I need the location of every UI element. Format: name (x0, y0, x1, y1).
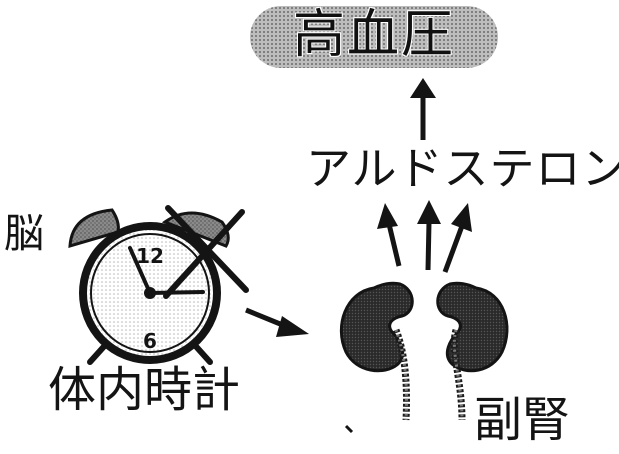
arrow-adrenal-right (445, 203, 472, 272)
arrow-adrenal-left (377, 203, 399, 266)
arrow-to-title (410, 78, 436, 140)
arrow-adrenal-center (417, 200, 441, 270)
arrow-clock-to-adrenal (246, 310, 309, 337)
label-adrenal-gland: 副腎 (474, 396, 570, 444)
label-body-clock: 体内時計 (48, 366, 240, 414)
stray-mark (346, 426, 352, 432)
clock-numeral-6: 6 (143, 329, 157, 353)
label-brain: 脳 (4, 214, 44, 254)
label-aldosterone: アルドステロン (306, 146, 619, 191)
kidney-icon-left (341, 283, 412, 420)
clock-numeral-12: 12 (136, 244, 164, 268)
